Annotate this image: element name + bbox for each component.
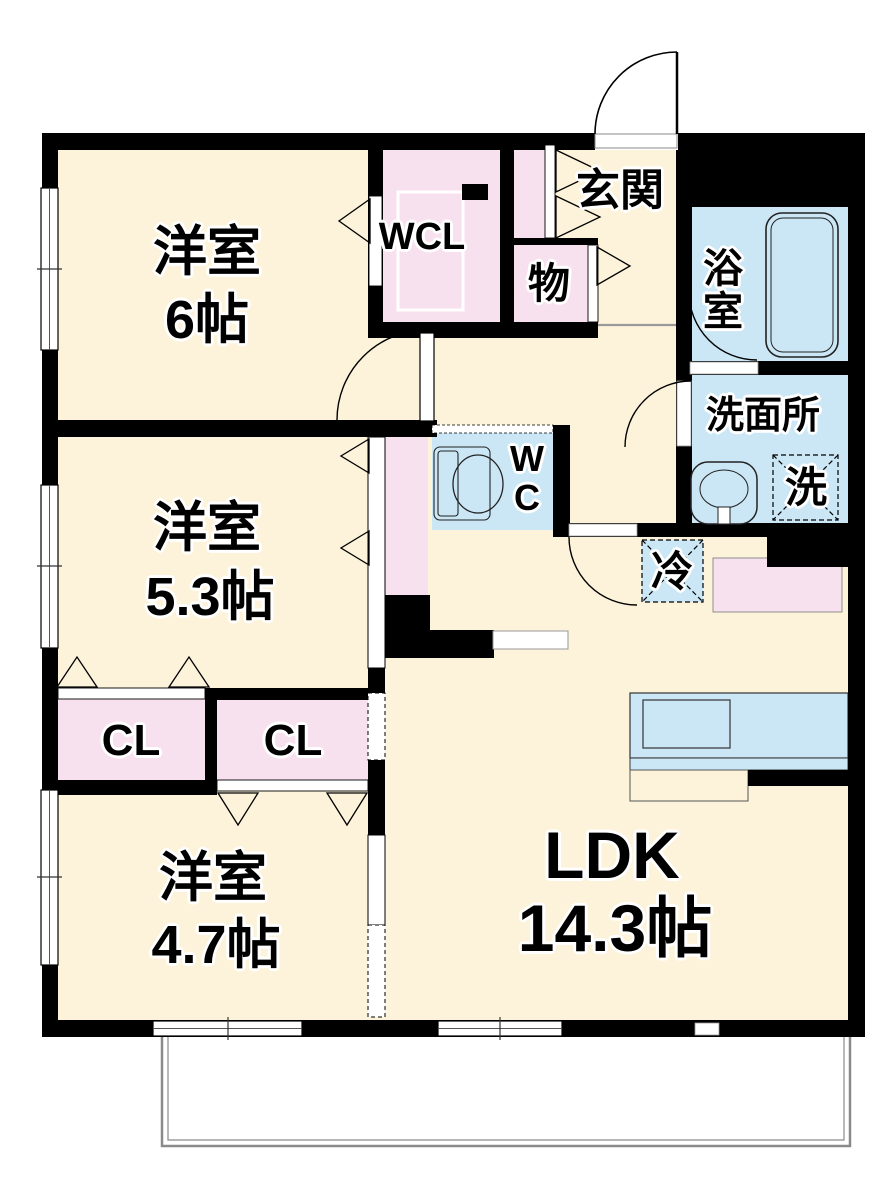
- shoebox-door-icon: [555, 148, 602, 194]
- toilet-hanging-wall: [431, 424, 554, 434]
- closet-5_3-area: [385, 437, 428, 595]
- wcl-door-icon: [337, 197, 371, 245]
- western6-door-leaf: [419, 332, 435, 422]
- storage-area: [513, 245, 588, 322]
- label-ldk-name: LDK: [544, 818, 680, 892]
- kitchen-sink-icon: [642, 699, 731, 749]
- label-wcl: WCL: [378, 216, 466, 258]
- washroom-door: [624, 380, 692, 448]
- closet-right-area: [217, 700, 368, 780]
- ldk-door: [568, 523, 638, 606]
- label-western47-size: 4.7帖: [151, 915, 281, 975]
- label-bathroom: 浴 室: [703, 246, 743, 334]
- label-western6-size: 6帖: [164, 290, 250, 350]
- western6-door: [336, 329, 435, 422]
- sliding-door-47: [367, 834, 386, 926]
- bathroom-area: [692, 207, 848, 361]
- label-washroom: 洗面所: [705, 395, 821, 437]
- label-closet-right: CL: [263, 716, 323, 765]
- balcony: [160, 1037, 852, 1148]
- window-south-47: [152, 1017, 303, 1040]
- wcl-wall-notch: [462, 184, 488, 200]
- windows: [37, 187, 720, 1040]
- window-west-53: [37, 484, 62, 649]
- bathroom-door: [688, 291, 759, 375]
- entrance-door-arc: [594, 51, 678, 135]
- closet53-door-icon: [339, 437, 370, 475]
- washer-spot-icon: [772, 454, 839, 521]
- closet-left-area: [58, 698, 205, 780]
- label-western53-size: 5.3帖: [145, 567, 275, 627]
- fridge-spot-icon: [641, 539, 704, 603]
- ldk-door-arc: [568, 536, 638, 606]
- label-western47-name: 洋室: [159, 848, 267, 908]
- closet-right-door-icon: [216, 792, 260, 827]
- bathtub-icon: [765, 212, 839, 358]
- window-west-6: [37, 187, 62, 351]
- bathroom-door-arc: [688, 291, 758, 361]
- wcl-inner-line: [396, 190, 465, 312]
- kitchen-prep-area: [629, 769, 749, 802]
- label-ldk-size: 14.3帖: [517, 891, 713, 965]
- hall-opening: [492, 630, 569, 650]
- label-western6-name: 洋室: [153, 222, 261, 282]
- label-entrance: 玄関: [576, 166, 664, 215]
- washbasin-icon: [690, 461, 758, 525]
- toilet-icon: [433, 446, 504, 521]
- entrance-door: [594, 51, 679, 149]
- label-fridge: 冷: [650, 548, 694, 595]
- storage-door-icon: [596, 245, 632, 287]
- window-south-ldk: [437, 1017, 563, 1040]
- label-western53-name: 洋室: [153, 498, 261, 558]
- label-closet-left: CL: [101, 716, 161, 765]
- label-wc: W C: [510, 438, 544, 518]
- kitchen-counter: [629, 692, 849, 802]
- closet-left-door-icon: [55, 655, 99, 688]
- vent-window: [694, 1022, 720, 1036]
- window-west-47: [37, 789, 62, 966]
- toilet-area: [432, 425, 553, 530]
- washroom-door-arc: [624, 380, 692, 448]
- label-washer: 洗: [784, 464, 828, 511]
- folding-doors: [55, 144, 632, 827]
- label-storage: 物: [527, 260, 571, 307]
- walk-in-closet-area: [383, 150, 502, 322]
- shoe-cabinet: [512, 145, 545, 238]
- room-ldk-partitions: [367, 436, 569, 1018]
- western6-door-arc: [336, 329, 428, 421]
